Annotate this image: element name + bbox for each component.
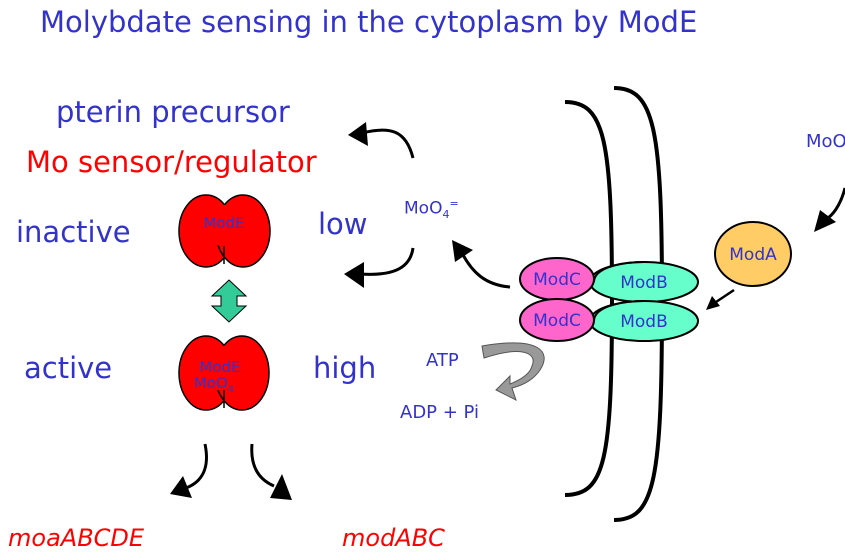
moda-label: ModA: [729, 245, 777, 265]
arrow-to-moa-line: [185, 443, 208, 490]
active-label: active: [24, 351, 113, 385]
arrow-to-moa-head: [170, 476, 192, 498]
mode-active-protein: [178, 335, 270, 411]
arrow-to-low-line: [359, 247, 415, 276]
arrow-to-pterin-head: [348, 122, 368, 146]
molybdate-label: MoO4=: [404, 197, 459, 222]
atp-label: ATP: [426, 350, 459, 371]
arrow-from-modc-head: [452, 240, 473, 262]
mode-inactive-label: ModE: [203, 214, 244, 232]
arrow-from-modc-line: [460, 252, 511, 289]
atp-hydrolysis-arrow: [481, 342, 545, 401]
modb-bottom-label: ModB: [620, 312, 668, 332]
modc-bottom-label: ModC: [533, 311, 581, 331]
external-molybdate-label: MoO: [806, 131, 845, 152]
mode-inactive-protein: [178, 194, 271, 268]
page-title: Molybdate sensing in the cytoplasm by Mo…: [40, 5, 698, 39]
arrow-to-mod-line: [250, 443, 275, 488]
adp-pi-label: ADP + Pi: [400, 402, 480, 423]
inner-membrane-bracket: [564, 100, 615, 497]
arrow-to-mod-head: [270, 474, 292, 500]
moa-operon-label: moaABCDE: [8, 524, 145, 552]
equilibrium-double-arrow: [210, 279, 248, 323]
low-label: low: [318, 207, 368, 241]
moda-protein: [714, 221, 792, 287]
inactive-label: inactive: [16, 215, 131, 249]
pterin-precursor-label: pterin precursor: [56, 95, 290, 129]
arrow-to-pterin-line: [361, 128, 415, 159]
high-label: high: [313, 351, 377, 385]
moda-to-modb-line: [715, 288, 735, 304]
mo-sensor-regulator-label: Mo sensor/regulator: [26, 145, 317, 179]
moda-to-modb-head: [706, 296, 720, 310]
modb-top-label: ModB: [620, 273, 668, 293]
arrow-from-outside-line: [827, 187, 845, 220]
modc-top-label: ModC: [533, 270, 581, 290]
arrow-to-low-head: [344, 262, 364, 288]
mode-active-molybdate: MoO4: [194, 374, 234, 395]
arrow-from-outside-head: [814, 210, 836, 232]
mode-active-label: ModE: [199, 358, 240, 376]
mod-operon-label: modABC: [342, 524, 445, 552]
